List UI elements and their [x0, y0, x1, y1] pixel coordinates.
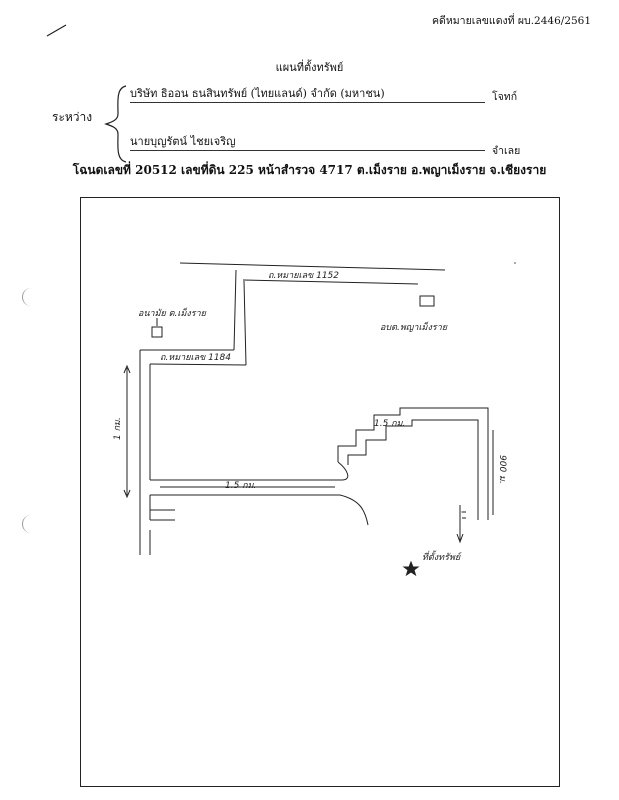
between-label: ระหว่าง [52, 110, 93, 124]
dot [461, 511, 463, 513]
punch-hole-bottom [22, 515, 37, 533]
sao-office-marker [419, 295, 435, 307]
dist-step-label: 1.5 กม. [374, 419, 405, 429]
road-top-label: ถ.หมายเลข 1152 [268, 271, 339, 281]
stepped-road-inner [347, 419, 479, 520]
case-number: คดีหมายเลขแดงที่ ผบ.2446/2561 [432, 15, 592, 27]
map-frame [80, 197, 560, 787]
road-left-lower-edge [149, 363, 247, 366]
defendant-name: นายบุญรัตน์ ไชยเจริญ [130, 132, 485, 151]
dist-right-label: 900 ม. [497, 455, 507, 484]
property-label: ที่ตั้งทรัพย์ [422, 550, 462, 563]
document-title: แผนที่ตั้งทรัพย์ [275, 61, 344, 74]
brace [104, 85, 127, 163]
road-top-lower-edge [242, 279, 419, 285]
stepped-road-outer [337, 407, 489, 520]
defendant-name-text: นายบุญรัตน์ ไชยเจริญ [130, 135, 236, 148]
plaintiff-role: โจทก์ [492, 91, 518, 103]
plaintiff-name: บริษัท ธิออน ธนสินทรัพย์ (ไทยแลนด์) จำกั… [130, 84, 485, 103]
health-station-label: อนามัย ต.เม็งราย [138, 307, 207, 319]
connector-left-edge [233, 269, 237, 351]
pen-mark [46, 24, 67, 37]
deed-info: โฉนดเลขที่ 20512 เลขที่ดิน 225 หน้าสำรวจ… [72, 163, 547, 177]
dot [514, 262, 516, 264]
sao-office-label: อบต.พญาเม็งราย [380, 321, 448, 333]
property-star [402, 560, 420, 577]
road-left-label: ถ.หมายเลข 1184 [160, 353, 231, 363]
connector-right-edge [243, 280, 247, 366]
dist-bottom-label: 1.5 กม. [225, 481, 256, 491]
defendant-role: จำเลย [492, 145, 521, 157]
plaintiff-name-text: บริษัท ธิออน ธนสินทรัพย์ (ไทยแลนด์) จำกั… [130, 87, 385, 100]
dist-vertical-label: 1 กม. [113, 417, 123, 440]
road-top-upper-edge [179, 262, 446, 271]
health-station-marker [151, 326, 163, 338]
punch-hole-top [22, 288, 37, 306]
